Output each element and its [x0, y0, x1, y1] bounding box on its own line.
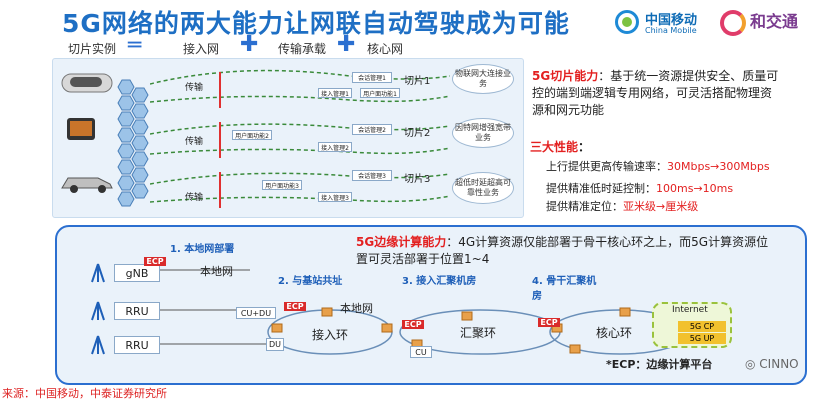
edge-capability-heading: 5G边缘计算能力 — [356, 235, 447, 249]
access-hex-grid — [117, 79, 149, 207]
page-title: 5G网络的两大能力让网联自动驾驶成为可能 — [62, 9, 570, 38]
edge-capability-body: ：4G计算资源仅能部署于骨干核心环之上，而5G计算资源位置可灵活部署于位置1~4 — [356, 235, 769, 266]
step-3-label: 3. 接入汇聚机房 — [402, 276, 477, 287]
china-mobile-logo-cn: 中国移动 — [645, 13, 698, 28]
step-4-label: 4. 骨干汇聚机房 — [532, 276, 597, 302]
slice-capability-heading: 5G切片能力 — [532, 69, 599, 83]
gnb-node: gNB — [114, 264, 160, 282]
cu-node: CU — [410, 346, 432, 358]
cu-du-node: CU+DU — [236, 307, 276, 319]
perf-row-2-label: 提供精准低时延控制： — [546, 182, 656, 195]
slice-lanes — [150, 69, 450, 208]
china-mobile-logo-icon — [615, 10, 639, 34]
plus-icon: ✚ — [337, 32, 356, 57]
car-icon — [61, 177, 113, 193]
legend-slice-instance: 切片实例 — [68, 42, 117, 56]
slice-1-label: 切片1 — [404, 76, 431, 87]
step-1-label: 1. 本地网部署 — [170, 244, 235, 255]
hejiaotong-logo-text: 和交通 — [750, 12, 799, 31]
slice-2-upf: 用户面功能2 — [232, 130, 272, 140]
legend-transport: 传输承载 — [278, 42, 327, 56]
china-mobile-logo-en: China Mobile — [645, 26, 697, 35]
ecp-badge: ECP — [284, 302, 306, 311]
perf-row-3: 提供精准定位：亚米级→厘米级 — [546, 198, 698, 215]
slice-1-transport: 传输 — [185, 83, 204, 93]
hejiaotong-logo-icon — [720, 10, 746, 36]
slice-1-upf: 用户面功能1 — [360, 88, 400, 98]
slice-1-access-mgmt: 接入管理1 — [318, 88, 352, 98]
antenna-icon — [91, 335, 105, 355]
slice-3-transport: 传输 — [185, 193, 204, 203]
perf-row-1-value: 30Mbps→300Mbps — [667, 160, 770, 173]
cinno-watermark: ◎ CINNO — [745, 357, 799, 371]
access-ring-label: 接入环 — [312, 328, 349, 342]
step-2-label: 2. 与基站共址 — [278, 276, 343, 287]
slice-2-access-mgmt: 接入管理2 — [318, 142, 352, 152]
wechat-icon: ◎ — [745, 357, 760, 371]
plus-icon: ✚ — [240, 32, 259, 57]
tv-icon — [67, 118, 95, 140]
perf-row-3-value: 亚米级→厘米级 — [623, 200, 699, 213]
slice-3-access-mgmt: 接入管理3 — [318, 192, 352, 202]
slice-capability-body: ：基于统一资源提供安全、质量可控的端到端逻辑专用网络，可灵活搭配物理资源和网元功… — [532, 69, 779, 117]
slice-2-label: 切片2 — [404, 128, 431, 139]
edge-capability-text: 5G边缘计算能力：4G计算资源仅能部署于骨干核心环之上，而5G计算资源位置可灵活… — [356, 234, 776, 268]
ecp-badge: ECP — [144, 257, 166, 266]
slice-1-service-cloud: 物联网大连接业务 — [452, 64, 514, 94]
local-net-label-2: 本地网 — [340, 302, 373, 315]
slice-3-service-cloud: 超低时延超高可靠性业务 — [452, 172, 514, 204]
perf-row-2: 提供精准低时延控制：100ms→10ms — [546, 180, 733, 197]
slice-3-label: 切片3 — [404, 174, 431, 185]
5g-cp-box: 5G CP — [678, 321, 726, 332]
rru-node-1: RRU — [114, 302, 160, 320]
equals-icon: ═ — [128, 33, 142, 58]
three-perf-heading-row: 三大性能： — [530, 139, 590, 156]
legend-access-network: 接入网 — [183, 42, 220, 56]
slice-capability-text: 5G切片能力：基于统一资源提供安全、质量可控的端到端逻辑专用网络，可灵活搭配物理… — [532, 68, 782, 119]
china-mobile-logo: 中国移动 China Mobile — [615, 6, 705, 40]
slice-3-session: 会话管理3 — [352, 170, 392, 181]
du-node: DU — [266, 338, 284, 351]
perf-row-3-label: 提供精准定位： — [546, 200, 623, 213]
local-net-label-1: 本地网 — [200, 265, 233, 278]
slice-2-transport: 传输 — [185, 137, 204, 147]
aggregation-ring-label: 汇聚环 — [460, 326, 497, 340]
three-perf-colon: ： — [578, 140, 591, 154]
perf-row-1: 上行提供更高传输速率：30Mbps→300Mbps — [546, 158, 770, 175]
car-icon — [61, 73, 113, 93]
core-ring-label: 核心环 — [596, 326, 633, 340]
perf-row-2-value: 100ms→10ms — [656, 182, 734, 195]
three-perf-heading: 三大性能 — [530, 140, 579, 154]
slice-2-service-cloud: 因特网增强宽带业务 — [452, 118, 514, 148]
slice-1-session: 会话管理1 — [352, 72, 392, 83]
ecp-badge: ECP — [538, 318, 560, 327]
antenna-icon — [91, 301, 105, 321]
internet-label: Internet — [672, 305, 708, 315]
slice-2-session: 会话管理2 — [352, 124, 392, 135]
legend-core-network: 核心网 — [367, 42, 404, 56]
rru-node-2: RRU — [114, 336, 160, 354]
hejiaotong-logo: 和交通 — [720, 8, 816, 38]
antenna-icon — [91, 263, 105, 283]
slice-3-upf: 用户面功能3 — [262, 180, 302, 190]
ecp-badge: ECP — [402, 320, 424, 329]
source-note: 来源：中国移动，中泰证券研究所 — [2, 387, 167, 400]
perf-row-1-label: 上行提供更高传输速率： — [546, 160, 667, 173]
5g-up-box: 5G UP — [678, 333, 726, 344]
cinno-watermark-text: CINNO — [759, 357, 799, 371]
ecp-footnote: *ECP：边缘计算平台 — [606, 358, 713, 371]
